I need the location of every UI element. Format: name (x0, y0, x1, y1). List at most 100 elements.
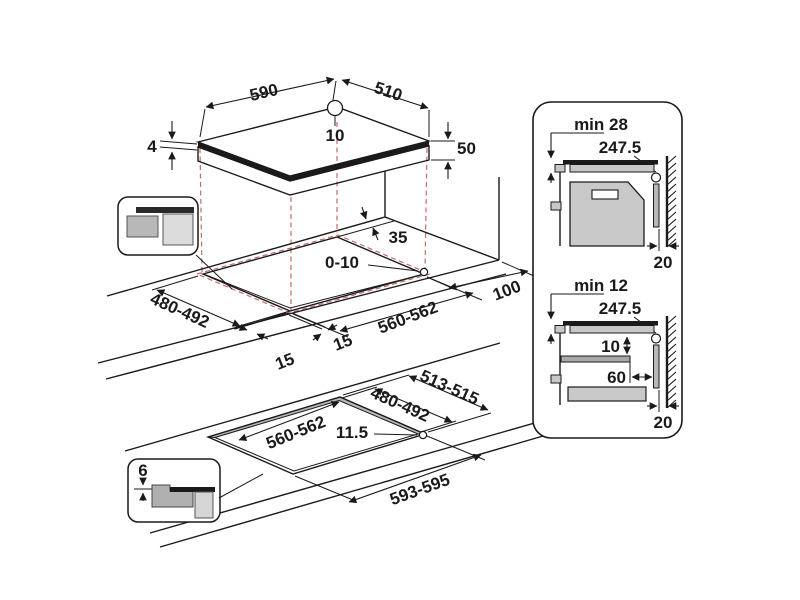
section2-shelf-gap: 10 (601, 337, 620, 356)
section2-spacer-bar (653, 344, 660, 389)
section2-min-clearance: min 12 (574, 276, 628, 295)
dim-flush-step: 6 (138, 461, 147, 480)
dim-overhang-side: 15 (273, 349, 297, 374)
section2-center-distance: 247.5 (599, 299, 642, 318)
dim-wall-gap: 0-10 (325, 253, 359, 272)
dim-depth: 510 (372, 78, 405, 105)
surface-mount-detail-box (117, 196, 233, 290)
section1-oven-body (569, 181, 645, 247)
dim-overhang-front-arrow-b (327, 323, 338, 331)
dim-body-height-group: 50 (431, 122, 476, 179)
dim-body-height: 50 (457, 139, 476, 158)
dim-wall-gap-leader (367, 264, 419, 272)
dim-rear-gap-group: 35 (336, 206, 408, 247)
dim-width-line (205, 76, 335, 110)
section2-shelf-setback: 60 (607, 368, 626, 387)
dim-overhang-side-arrow-a (236, 323, 248, 331)
dim-bottom-cutout-depth-extensions (341, 386, 457, 433)
side-sections-panel: min 28 247.5 20 min 12 (532, 101, 683, 439)
dim-depth-group: 510 (341, 78, 430, 137)
dim-recess-depth-line (408, 375, 489, 411)
section1-clamp (554, 164, 566, 173)
dim-recess-width-line (348, 453, 482, 504)
dim-body-height-extensions (431, 140, 455, 161)
dim-rim-reference-lines (159, 140, 198, 151)
dim-rear-gap-extension (336, 220, 395, 238)
dim-cutout-depth-line (156, 289, 241, 327)
dim-recess-depth: 513-515 (417, 366, 482, 409)
dim-rear-gap: 35 (389, 228, 408, 247)
dim-bottom-cutout-width-group: 560-562 (238, 400, 340, 453)
cutout-outline (200, 236, 427, 312)
dim-cutout-width: 560-562 (375, 297, 440, 337)
section1-spacer-bar (653, 183, 660, 228)
flush-mount-icon-hob-bar (170, 487, 215, 492)
dim-rear-gap-arrow-up (372, 227, 380, 241)
dim-width-group: 590 (199, 76, 337, 138)
flush-mount-icon-cabinet (194, 491, 214, 519)
worktop-back-edge (106, 216, 386, 297)
wall-corner-left (384, 171, 500, 261)
hob-glass-edge (198, 141, 429, 181)
surface-mount-leader (195, 254, 233, 290)
dim-cutout-depth-group: 480-492 (147, 275, 287, 332)
dim-recess-width-group: 593-595 (294, 435, 486, 509)
surface-mount-icon-hob-bar (136, 207, 194, 213)
section1-cabinet-stub (550, 201, 562, 211)
flush-mount-leader (218, 473, 264, 499)
cutout-inner-edge (205, 274, 422, 309)
top-view-hob: 10 590 510 4 50 (147, 76, 476, 196)
section1-hob-glass (563, 160, 658, 165)
hob-footprint-outline (195, 234, 432, 314)
dim-bottom-cutout-width-line (238, 400, 340, 442)
dim-right-clearance-line (448, 268, 529, 291)
dim-overhang-front-group: 15 (288, 312, 355, 355)
surface-mount-icon-cabinet-left (126, 215, 159, 238)
worktop-front-band (105, 273, 507, 380)
section2-shelf (560, 355, 631, 363)
section-above-oven: min 28 247.5 20 (547, 115, 679, 272)
section2-wall-hatching (666, 315, 677, 409)
section2-hob-glass (563, 321, 658, 326)
recess-corner-callout-circle (418, 430, 428, 440)
section2-drawer (567, 386, 647, 402)
section2-air-gap-circle (650, 333, 662, 344)
section2-wall-distance: 20 (654, 413, 673, 432)
dim-rear-gap-arrow-down (360, 206, 368, 220)
section1-wall-hatching (666, 155, 677, 248)
worktop-back-edge-bottom (124, 342, 501, 452)
corner-radius-callout-circle (326, 99, 344, 117)
flush-mount-icon (151, 484, 215, 519)
dim-bottom-corner-radius-leader (373, 433, 418, 436)
dim-rim-thickness: 4 (147, 137, 157, 156)
dim-overhang-side-arrow-b (256, 333, 269, 341)
section2-cabinet-stub (550, 374, 562, 384)
dim-overhang-front-extensions (288, 312, 326, 330)
dim-width: 590 (248, 80, 280, 105)
dim-bottom-corner-radius-group: 11.5 (336, 423, 428, 442)
projection-lines (195, 122, 432, 314)
recess-inner-edge (214, 433, 419, 472)
worktop-front-edge (97, 259, 500, 364)
hob-body (197, 145, 430, 196)
dim-corner-radius: 10 (326, 126, 345, 145)
dim-cutout-depth: 480-492 (147, 289, 212, 332)
section1-oven-vent (591, 189, 619, 200)
section-above-drawer: min 12 247.5 10 60 20 (547, 276, 679, 432)
section2-clamp (554, 325, 566, 334)
dim-bottom-corner-radius: 11.5 (336, 423, 368, 442)
hob-top-face (195, 106, 432, 177)
section1-min-clearance: min 28 (574, 115, 628, 134)
section2-hob-body (569, 325, 655, 334)
dim-bottom-cutout-depth: 480-492 (368, 383, 433, 426)
section1-wall-distance: 20 (654, 253, 673, 272)
flush-mount-detail-box: 6 (127, 458, 264, 523)
dim-right-clearance: 100 (490, 277, 523, 305)
wall-gap-callout-circle (419, 267, 429, 277)
dim-recess-width: 593-595 (387, 470, 452, 509)
surface-mount-icon (126, 207, 194, 246)
dim-rim-thickness-group: 4 (147, 121, 198, 170)
surface-mount-icon-cabinet-right (162, 213, 194, 246)
